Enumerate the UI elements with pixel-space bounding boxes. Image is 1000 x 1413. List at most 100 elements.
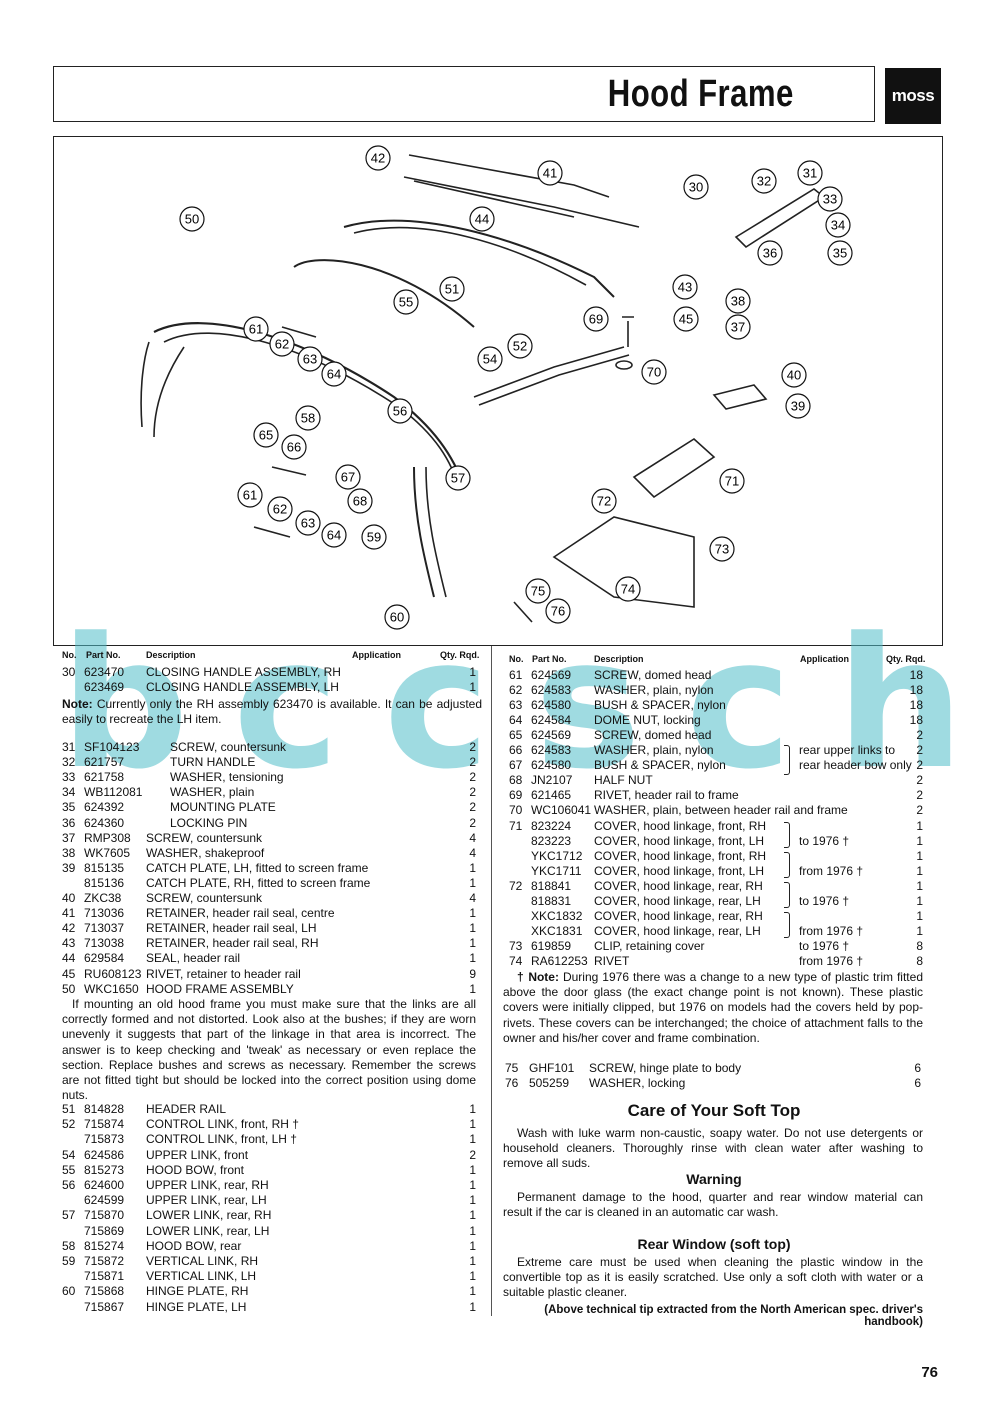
svg-text:51: 51	[445, 282, 459, 297]
svg-text:52: 52	[513, 339, 527, 354]
svg-text:67: 67	[341, 470, 355, 485]
cell-desc: CATCH PLATE, RH, fitted to screen frame	[146, 875, 371, 890]
svg-text:39: 39	[791, 399, 805, 414]
svg-text:56: 56	[393, 404, 407, 419]
cell-part: RU608123	[84, 966, 142, 981]
note-label: Note:	[62, 697, 93, 711]
svg-text:32: 32	[757, 174, 771, 189]
cell-no: 70	[509, 803, 523, 818]
cell-part: JN2107	[531, 773, 573, 788]
cell-no: 54	[62, 1147, 76, 1162]
callout-76	[545, 598, 571, 624]
cell-qty: 2	[916, 773, 923, 788]
cell-part: RA612253	[531, 953, 588, 968]
cell-desc: COVER, hood linkage, rear, RH	[594, 878, 763, 893]
cell-part: 713037	[84, 921, 125, 936]
callout-62	[269, 331, 295, 357]
cell-part: 624599	[84, 1193, 125, 1208]
warning-title: Warning	[686, 1171, 742, 1187]
cell-part: 815135	[84, 860, 125, 875]
cell-no: 52	[62, 1117, 76, 1132]
callout-56	[387, 398, 413, 424]
cell-desc: WASHER, tensioning	[170, 770, 284, 785]
callout-54	[477, 346, 503, 372]
svg-text:75: 75	[531, 584, 545, 599]
cell-desc: HALF NUT	[594, 773, 653, 788]
cell-desc: UPPER LINK, front	[146, 1147, 249, 1162]
svg-text:44: 44	[475, 212, 489, 227]
cell-qty: 1	[469, 860, 476, 875]
cell-qty: 1	[469, 1238, 476, 1253]
brace-71-to	[784, 822, 790, 848]
cell-desc: RETAINER, header rail seal, RH	[146, 936, 319, 951]
callout-40	[781, 362, 807, 388]
cell-app: from 1976 †	[799, 953, 864, 968]
callout-30	[683, 174, 709, 200]
cell-part: 713036	[84, 906, 125, 921]
cell-part: 715873	[84, 1132, 125, 1147]
cell-desc: COVER, hood linkage, front, RH	[594, 848, 767, 863]
cell-no: 76	[505, 1076, 519, 1090]
svg-text:70: 70	[647, 365, 661, 380]
cell-no: 72	[509, 878, 523, 893]
callout-63b	[295, 510, 321, 536]
svg-text:63: 63	[303, 352, 317, 367]
cell-part: 624392	[84, 800, 125, 815]
cell-no: 64	[509, 713, 523, 728]
cell-qty: 1	[469, 1132, 476, 1147]
callout-67	[335, 464, 361, 490]
cell-part: 818841	[531, 878, 572, 893]
cell-qty: 1	[916, 878, 923, 893]
svg-text:38: 38	[731, 294, 745, 309]
callout-72	[591, 488, 617, 514]
cell-part: 624583	[531, 683, 572, 698]
cell-desc: CLIP, retaining cover	[594, 938, 705, 953]
cell-desc: DOME NUT, locking	[594, 713, 701, 728]
cell-qty: 1	[469, 1117, 476, 1132]
cell-no: 60	[62, 1284, 76, 1299]
cell-part: 624584	[531, 713, 572, 728]
cell-qty: 18	[909, 698, 923, 713]
cell-part: 621465	[531, 788, 572, 803]
cell-part: 624580	[531, 758, 572, 773]
cell-part: 619859	[531, 938, 572, 953]
cell-part: YKC1712	[531, 848, 583, 863]
cell-desc: SCREW, countersunk	[146, 891, 263, 905]
svg-text:69: 69	[589, 312, 603, 327]
cell-qty: 18	[909, 668, 923, 682]
brace-rear-links	[784, 745, 790, 775]
callout-57	[445, 465, 471, 491]
col-desc-r: Description	[594, 654, 644, 664]
cell-no: 43	[62, 936, 76, 951]
cell-desc: RETAINER, header rail seal, LH	[146, 921, 317, 936]
cell-desc: COVER, hood linkage, front, LH	[594, 863, 765, 878]
cell-part: 815273	[84, 1162, 125, 1177]
cell-no: 40	[62, 891, 76, 905]
svg-text:59: 59	[367, 530, 381, 545]
col-app: Application	[352, 650, 401, 660]
callout-73	[709, 536, 735, 562]
cell-part: 621758	[84, 770, 125, 785]
cell-no: 55	[62, 1162, 76, 1177]
callout-51	[439, 276, 465, 302]
cell-qty: 2	[469, 800, 476, 815]
cell-qty: 1	[469, 1284, 476, 1299]
cell-qty: 1	[469, 875, 476, 890]
cell-part: 823224	[531, 818, 572, 833]
callout-68	[347, 488, 373, 514]
